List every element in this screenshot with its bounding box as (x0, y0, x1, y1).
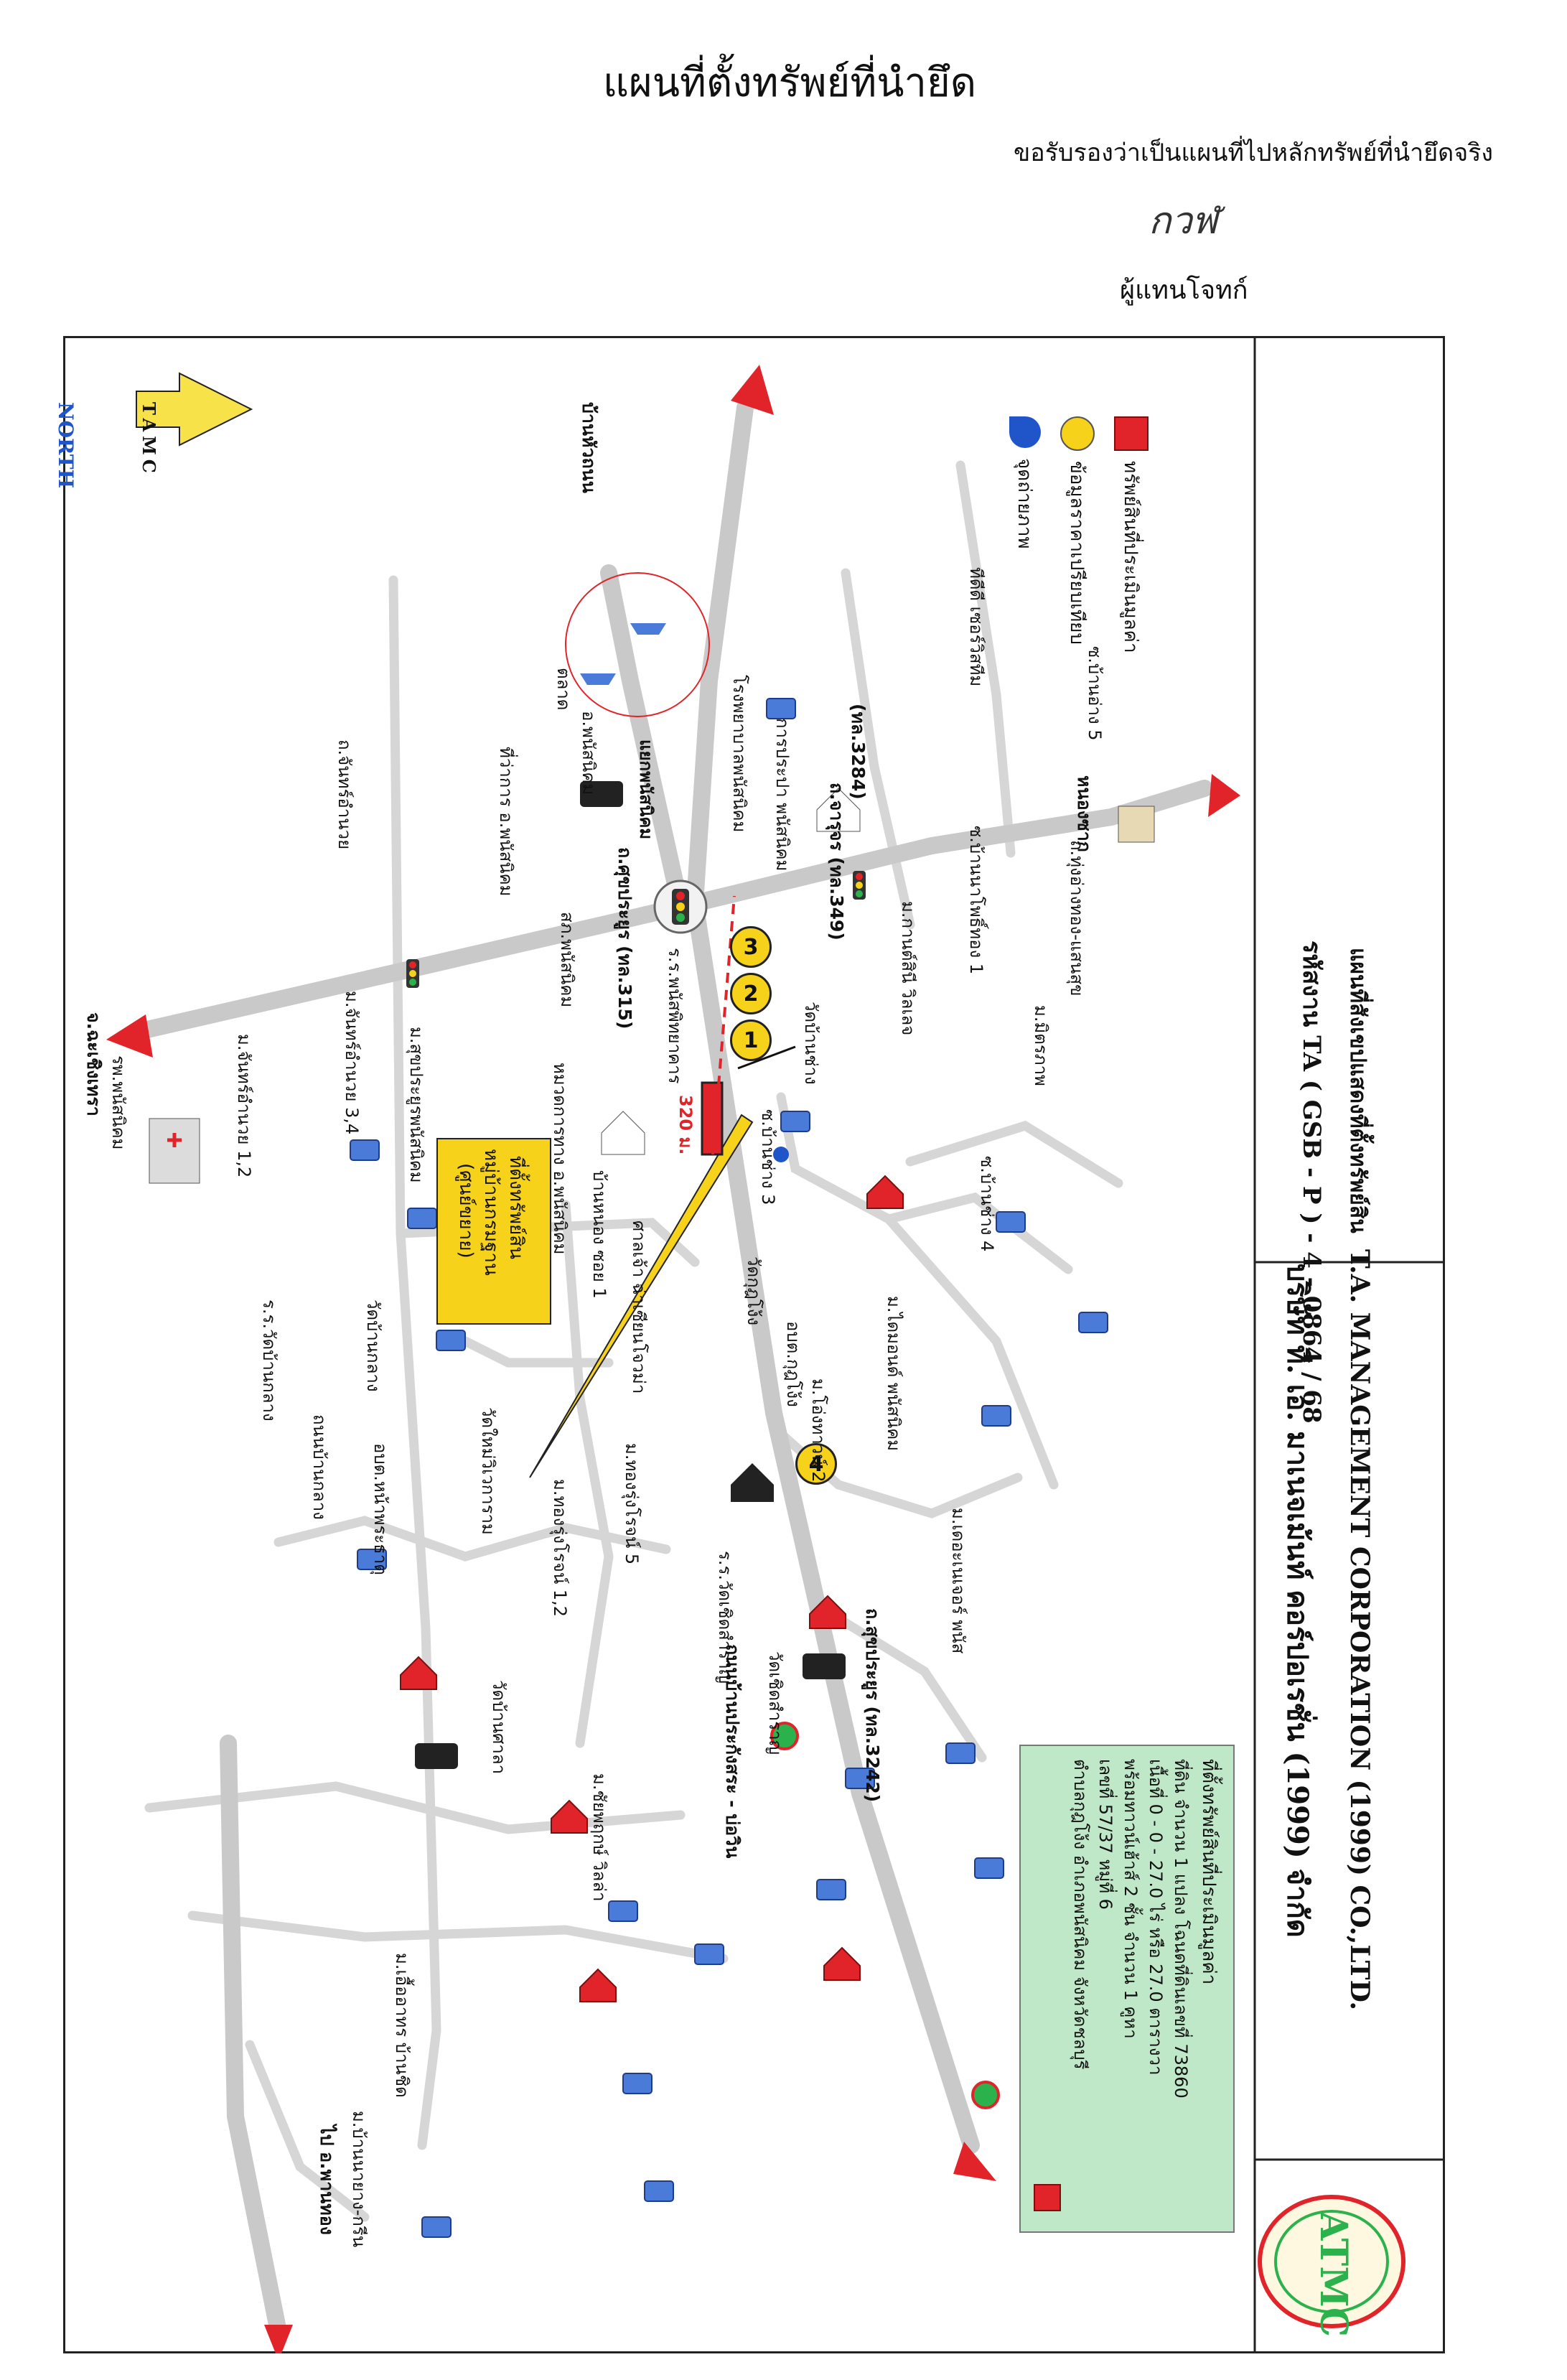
village-icon-vip (421, 2216, 452, 2238)
map-canvas (106, 336, 1445, 2353)
hospital-icon (149, 1118, 200, 1184)
comparable-marker-3[interactable]: 3 (730, 926, 772, 968)
north-arrow-icon (136, 372, 253, 447)
gas-station-icon (770, 1722, 799, 1750)
road-ban-phon (905, 1120, 1123, 1188)
property-info-box (1019, 1745, 1235, 2233)
village-icon-thong-5 (694, 1943, 724, 1965)
village-icon-school-klang (357, 1549, 387, 1570)
village-icon-sukprayoon (436, 1330, 466, 1351)
appraised-symbol-icon (1114, 416, 1149, 451)
info-box-symbol (1034, 2184, 1061, 2211)
map-frame (63, 336, 1445, 2353)
village-icon-hospital-school (766, 698, 796, 719)
document-title: แผนที่ตั้งทรัพย์ที่นำยึด (602, 60, 977, 106)
road-ban-klang-west (273, 1516, 671, 1562)
road-local-1 (561, 1200, 614, 1748)
village-icon-mitrapap (981, 1405, 1011, 1427)
village-icon-school-panas (780, 1111, 810, 1132)
road-ban-chid (187, 1910, 729, 1964)
temple-icons (400, 1175, 904, 2002)
village-icon-ban-chang-2 (996, 1211, 1026, 1233)
temple-icon-wat-chid (823, 1946, 861, 1981)
arrow-sukprayoon-south (953, 2142, 996, 2181)
gas-station-icon-south (971, 2081, 1000, 2109)
road-local-2 (460, 1336, 614, 1368)
arrow-phan-thong (264, 2325, 293, 2353)
temple-icon-ban-klang (400, 1656, 437, 1690)
village-icon-nature (974, 1857, 1004, 1879)
comparable-marker-1[interactable]: 1 (730, 1019, 772, 1061)
signature: กวฬ (1149, 200, 1218, 243)
arrow-ban-hua-thanon (731, 365, 774, 415)
district-circle (565, 572, 710, 717)
road-chan-amnuay (388, 575, 441, 2150)
village-icon-kaew (622, 2073, 652, 2094)
village-icon-chan-3-4 (407, 1208, 437, 1229)
representative-label: ผู้แทนโจทก์ (1120, 276, 1248, 305)
temple-icon-kut-ngong (809, 1595, 846, 1629)
temple-icon-wat-sala (579, 1968, 617, 2002)
certification-text: ขอรับรองว่าเป็นแผนที่ไปหลักทรัพย์ที่นำยึ… (1014, 139, 1493, 167)
government-icons (415, 781, 846, 1769)
road-3284-north (841, 568, 915, 930)
building-icon-water (816, 788, 861, 832)
gov-icon-obt-nasang (415, 1743, 458, 1769)
market-icon-2 (630, 623, 666, 635)
village-icon-sala (644, 2180, 674, 2202)
arrow-chachoengsao (106, 1014, 153, 1058)
village-icon-kanan (1078, 1312, 1108, 1333)
legend-appraised: ทรัพย์สินที่ประเมินมูลค่า (1114, 416, 1149, 653)
village-icon-diamond (945, 1742, 976, 1764)
temple-icon-wat-sira (551, 1799, 588, 1834)
property-location-box (436, 1138, 551, 1325)
gov-icon-obt-kut (803, 1653, 846, 1679)
traffic-light-east-icon (853, 871, 866, 900)
road-east-1 (955, 460, 1016, 858)
shrine-icon (731, 1463, 774, 1502)
photo-point-icon (773, 1147, 789, 1162)
traffic-light-west-icon (406, 959, 419, 988)
comparable-symbol-icon (1060, 416, 1095, 451)
road-north-ext (600, 564, 689, 915)
village-icon-ocean (845, 1768, 875, 1789)
gov-icon-district (580, 781, 623, 807)
village-icon-thong-1-2 (608, 1900, 638, 1922)
road-ban-chang-4 (884, 1214, 1059, 1490)
road-ban-nong (144, 1781, 686, 1834)
market-icons (580, 623, 666, 685)
marker-leader-line (737, 1045, 796, 1070)
market-icon-1 (580, 673, 616, 685)
village-icon-chan-1-2 (350, 1139, 380, 1161)
apartment-icon-hqs (1118, 806, 1155, 843)
building-icon-police (601, 1111, 645, 1155)
road-arrows (106, 365, 1240, 2353)
arrow-nong-sak (1208, 774, 1240, 817)
road-sukprayoon-3242 (686, 399, 980, 2154)
comparable-marker-2[interactable]: 2 (730, 973, 772, 1014)
legend-photo: จุดถ่ายภาพ (1009, 416, 1041, 549)
photo-symbol-icon (1009, 416, 1041, 448)
comparable-marker-4[interactable]: 4 (795, 1443, 837, 1485)
company-logo-icon (1258, 2195, 1405, 2328)
village-icon-school-chid (816, 1879, 846, 1900)
property-pointer (529, 1114, 754, 1478)
temple-icon-ban-chang (866, 1175, 904, 1209)
village-icons (350, 698, 1108, 2238)
road-nature (826, 1609, 987, 1763)
legend-comparable: ข้อมูลราคาเปรียบเทียบ (1060, 416, 1095, 645)
road-phan-thong (220, 1735, 287, 2341)
road-south-1 (245, 2040, 370, 2222)
